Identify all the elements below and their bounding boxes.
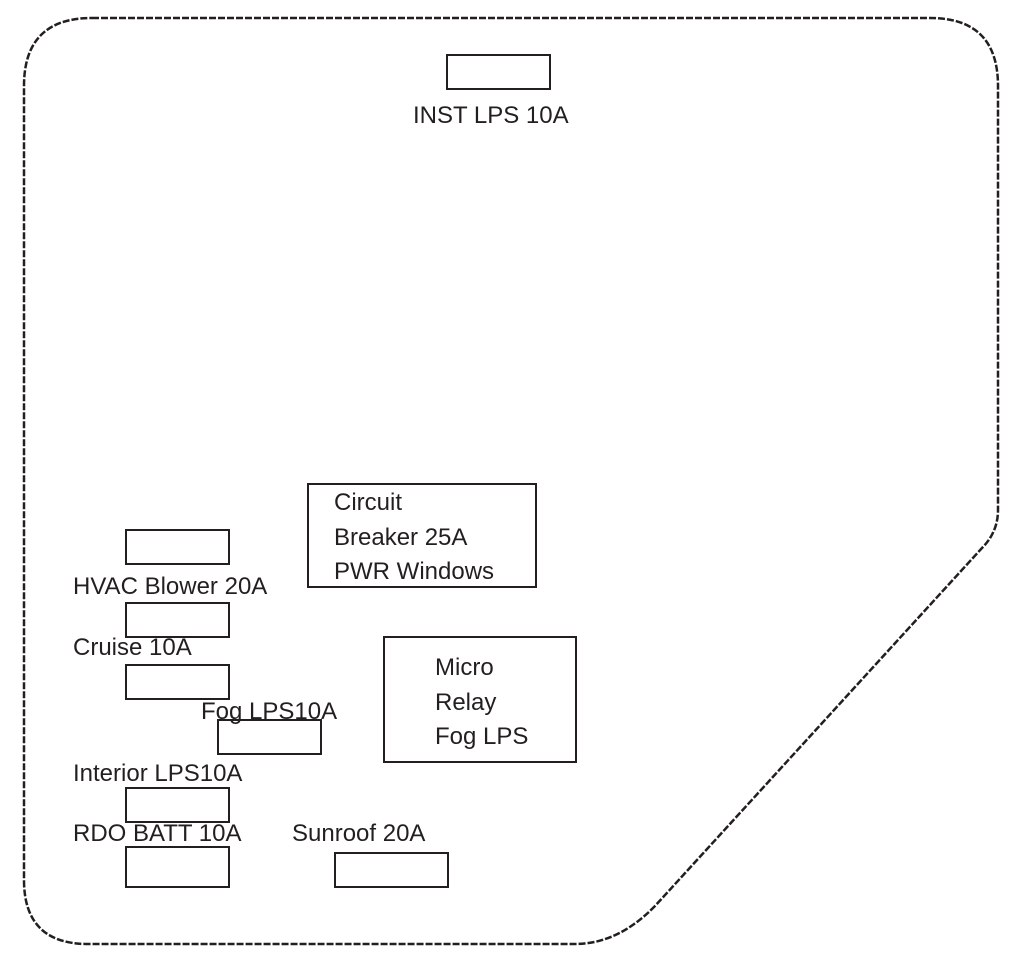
- label-hvac-blower: HVAC Blower 20A: [73, 573, 268, 600]
- fuse-interior-lps: [125, 787, 230, 823]
- fuse-fog-lps-upper: [125, 664, 230, 700]
- fuse-cruise: [125, 602, 230, 638]
- label-inst-lps: INST LPS 10A: [413, 102, 569, 129]
- label-interior-lps: Interior LPS10A: [73, 760, 243, 787]
- micro-relay-block: Micro Relay Fog LPS: [383, 636, 577, 763]
- label-cruise: Cruise 10A: [73, 634, 192, 661]
- fuse-rdo-batt: [125, 846, 230, 888]
- label-fog-lps: Fog LPS10A: [201, 698, 338, 725]
- micro-relay-line-2: Relay: [435, 688, 497, 716]
- fuse-fog-lps-lower: [217, 719, 322, 755]
- fuse-sunroof: [334, 852, 449, 888]
- circuit-breaker-block: Circuit Breaker 25A PWR Windows: [307, 483, 537, 588]
- circuit-breaker-line-2: Breaker 25A: [334, 523, 468, 551]
- label-sunroof: Sunroof 20A: [292, 820, 426, 847]
- micro-relay-line-1: Micro: [435, 654, 494, 681]
- circuit-breaker-line-1: Circuit: [334, 489, 403, 516]
- circuit-breaker-line-3: PWR Windows: [334, 558, 495, 585]
- fuse-hvac-blower: [125, 529, 230, 565]
- label-rdo-batt: RDO BATT 10A: [73, 820, 242, 847]
- micro-relay-line-3: Fog LPS: [435, 723, 529, 750]
- fuse-inst-lps: [446, 54, 551, 90]
